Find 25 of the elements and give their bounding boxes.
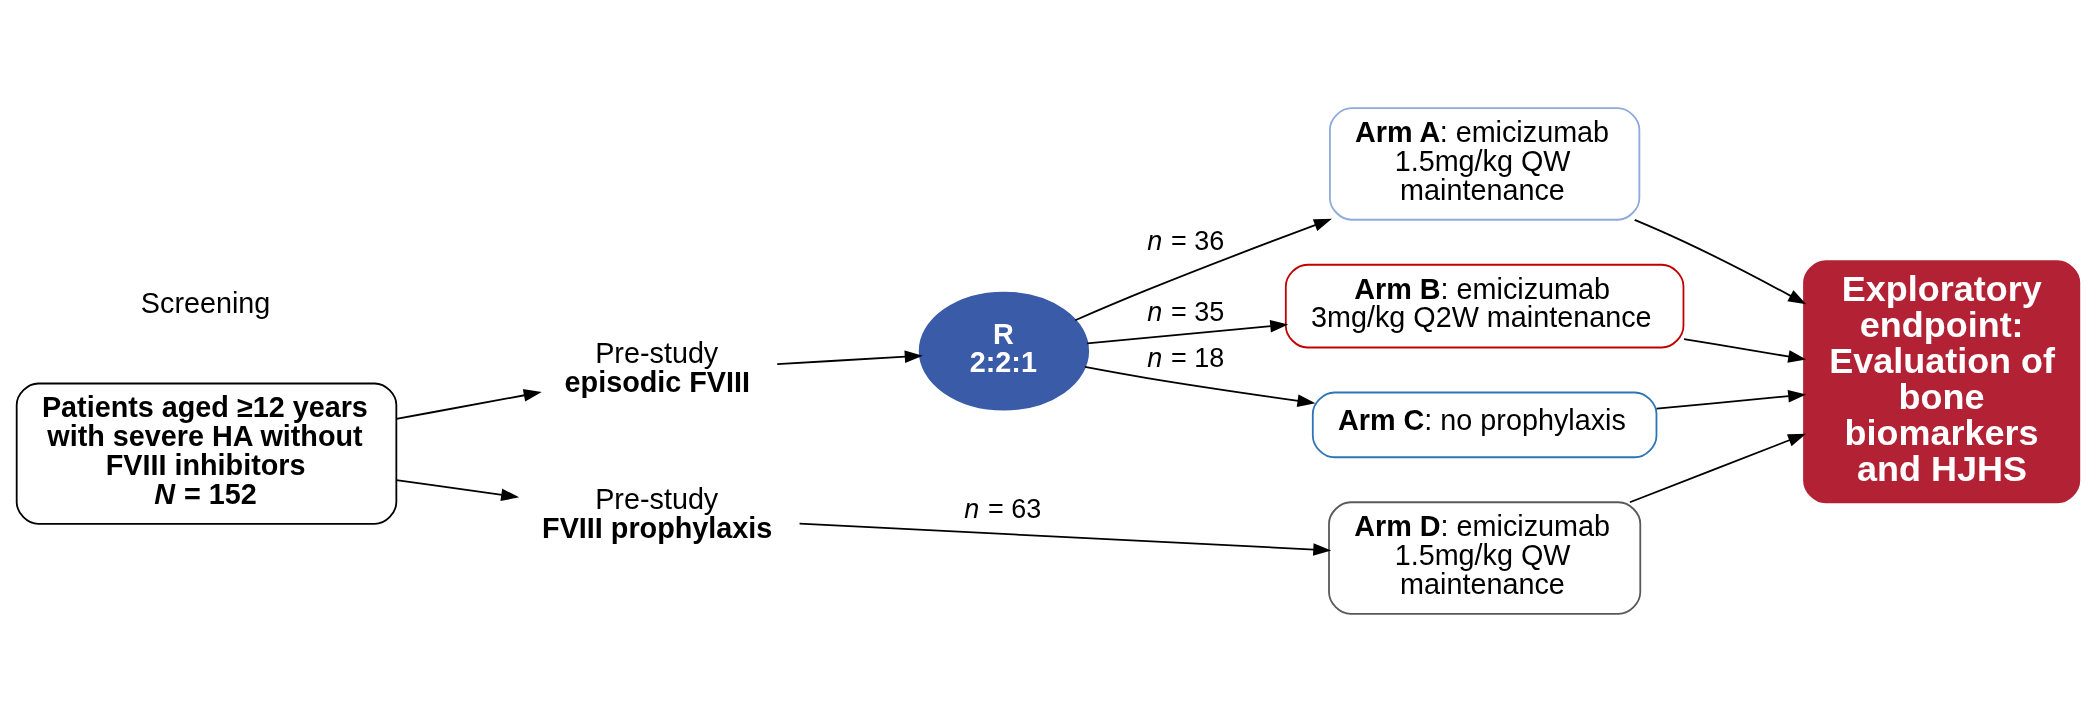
node-text: Pre-study FVIII prophylaxis xyxy=(542,482,773,544)
arrow xyxy=(1629,433,1807,503)
arrow xyxy=(1084,365,1316,407)
edge-label: n = 35 xyxy=(1147,296,1225,327)
edge-label: n = 36 xyxy=(1147,225,1225,256)
arrow xyxy=(798,522,1332,556)
arrow xyxy=(1655,389,1807,410)
node-box: Arm C: no prophylaxis xyxy=(1311,391,1658,458)
node-text: Pre-study episodic FVIII xyxy=(564,336,750,398)
arrow xyxy=(1683,337,1807,363)
arrow xyxy=(776,349,923,365)
node-box: Patients aged ≥12 years with severe HA without FVIII inhibitors N = 152 xyxy=(15,382,398,525)
node-box: Arm A: emicizumab 1.5mg/kg QW maintenance xyxy=(1329,106,1641,221)
node-label: Screening xyxy=(140,286,271,319)
arrow xyxy=(1074,218,1332,321)
node-box: Arm D: emicizumab 1.5mg/kg QW maintenance xyxy=(1328,500,1642,615)
edge-label: n = 63 xyxy=(964,493,1042,524)
arrow xyxy=(395,478,520,501)
arrow xyxy=(395,388,542,420)
node-box: Arm B: emicizumab 3mg/kg Q2W maintenance xyxy=(1284,263,1685,348)
arrow xyxy=(1086,319,1289,344)
node-ellipse: R 2:2:1 xyxy=(918,291,1090,411)
arrow xyxy=(1633,218,1807,304)
edge-label: n = 18 xyxy=(1147,342,1225,373)
node-box: Exploratory endpoint: Evaluation of bone biomarkers and HJHS xyxy=(1803,259,2081,503)
